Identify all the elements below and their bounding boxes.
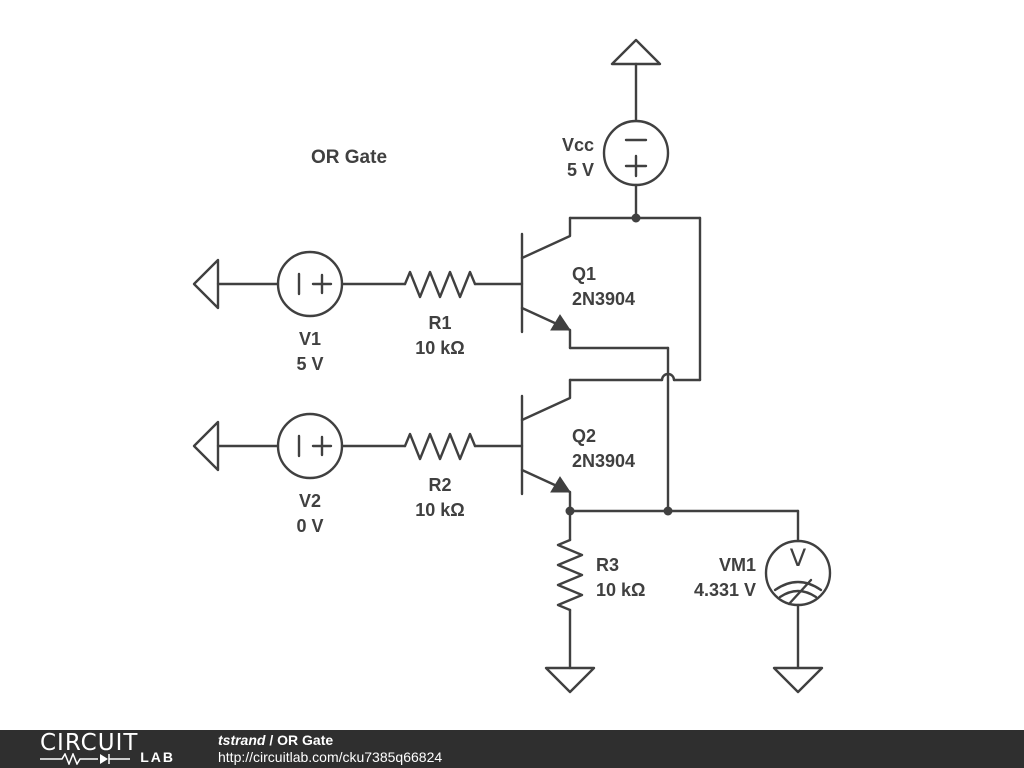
circuitlab-logo[interactable]: CIRCUIT LAB xyxy=(40,732,180,766)
v2-ground-arrow xyxy=(192,420,220,472)
circuit-title: OR Gate xyxy=(277,732,334,748)
schematic-title: OR Gate xyxy=(311,147,387,168)
vm1-ground-arrow xyxy=(772,666,824,694)
vcc-source[interactable] xyxy=(602,38,670,220)
r1-name: R1 xyxy=(428,313,451,333)
vcc-value: 5 V xyxy=(567,160,594,180)
v1-source-circle xyxy=(276,250,344,318)
author-link[interactable]: tstrand xyxy=(218,732,266,748)
q2-name: Q2 xyxy=(572,426,596,446)
q1-emitter-arrow xyxy=(550,314,571,331)
q1-name: Q1 xyxy=(572,264,596,284)
vcc-rail-arrow xyxy=(610,38,662,66)
v2-name: V2 xyxy=(299,491,321,511)
vcc-name: Vcc xyxy=(562,135,594,155)
r3-resistor[interactable] xyxy=(556,538,584,612)
r1-resistor[interactable] xyxy=(403,270,477,299)
vm1-needle xyxy=(787,578,813,606)
r1-value: 10 kΩ xyxy=(415,338,464,358)
r2-value: 10 kΩ xyxy=(415,500,464,520)
q2-model: 2N3904 xyxy=(572,451,635,471)
footer-bar: CIRCUIT LAB tstrand / OR Gate http://cir… xyxy=(0,730,1024,768)
logo-bottom-row: LAB xyxy=(40,749,175,765)
v1-value: 5 V xyxy=(296,354,323,374)
q1-model: 2N3904 xyxy=(572,289,635,309)
r2-name: R2 xyxy=(428,475,451,495)
v2-value: 0 V xyxy=(296,516,323,536)
q2-transistor[interactable] xyxy=(520,378,572,513)
vm1-dial-arc-inner xyxy=(778,589,818,599)
logo-text-circuit: CIRCUIT xyxy=(40,730,139,756)
footer-separator: / xyxy=(269,732,274,748)
v1-source[interactable] xyxy=(192,250,407,318)
q1-transistor[interactable] xyxy=(520,216,572,350)
q1-collector xyxy=(520,216,572,260)
q2-collector xyxy=(520,378,572,422)
logo-text-lab: LAB xyxy=(140,749,175,765)
vm1-voltmeter[interactable] xyxy=(764,509,832,694)
v1-name: V1 xyxy=(299,329,321,349)
logo-waveform-icon xyxy=(40,753,130,765)
r3-name: R3 xyxy=(596,555,619,575)
junction-output-right xyxy=(663,506,673,516)
q2-emitter-arrow xyxy=(550,476,571,493)
circuit-url-link[interactable]: http://circuitlab.com/cku7385q66824 xyxy=(218,749,443,765)
vm1-symbol: V xyxy=(790,544,807,572)
r3-value: 10 kΩ xyxy=(596,580,645,600)
r3-ground-arrow xyxy=(544,666,596,694)
junction-vcc xyxy=(631,213,641,223)
vm1-reading: 4.331 V xyxy=(694,580,756,600)
vm1-dial-arc-outer xyxy=(773,580,823,592)
v2-source-circle xyxy=(276,412,344,480)
v1-ground-arrow xyxy=(192,258,220,310)
r2-resistor[interactable] xyxy=(403,432,477,461)
vm1-name: VM1 xyxy=(719,555,756,575)
v2-source[interactable] xyxy=(192,412,407,480)
footer-info: tstrand / OR Gate http://circuitlab.com/… xyxy=(218,732,442,766)
